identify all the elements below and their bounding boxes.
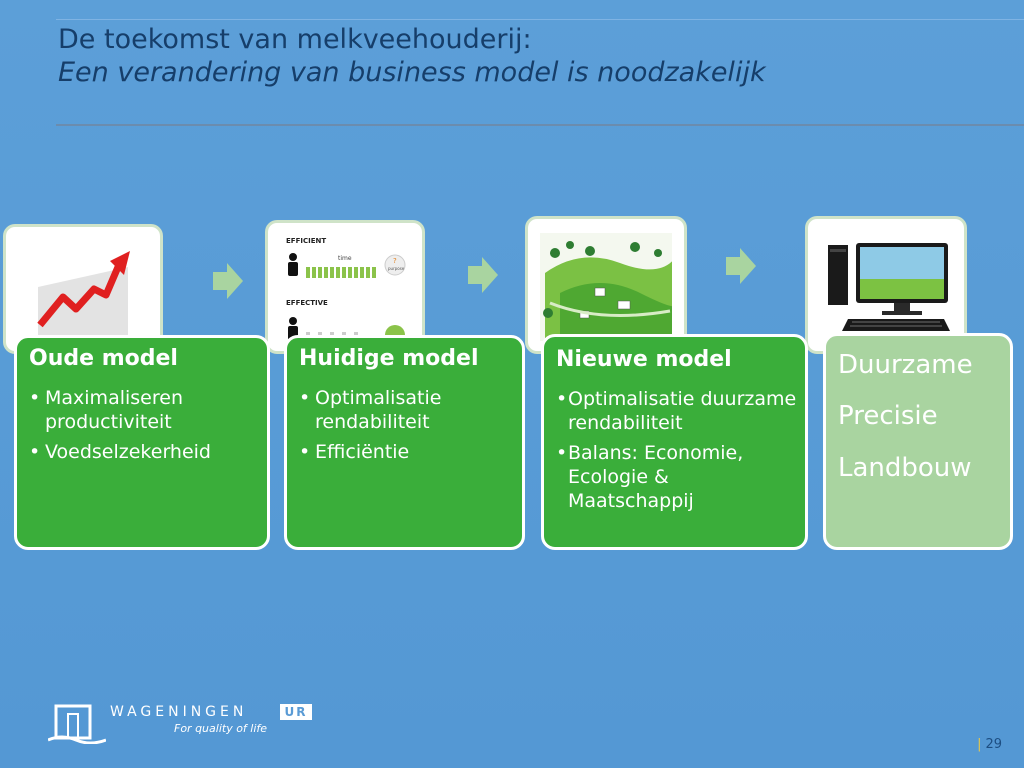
title-separator <box>56 124 1024 126</box>
wageningen-logo: WAGENINGEN UR For quality of life <box>48 702 318 748</box>
arrow-right-icon <box>213 263 243 299</box>
card-title: Oude model <box>29 346 178 371</box>
card-word: Precisie <box>838 401 938 431</box>
card-word: Landbouw <box>838 453 972 483</box>
logo-tagline: For quality of life <box>174 722 268 735</box>
effective-label: EFFECTIVE <box>286 299 328 307</box>
svg-text:?: ? <box>393 257 397 265</box>
card-word: Duurzame <box>838 350 973 380</box>
card-oude-model: Oude model •Maximaliseren productiviteit… <box>14 335 270 550</box>
green-landscape-image <box>525 216 687 354</box>
arrow-right-icon <box>468 257 498 293</box>
computer-monitor-icon <box>820 233 952 341</box>
list-item: •Optimalisatie duurzame rendabiliteit <box>556 388 797 434</box>
green-landscape-icon <box>540 233 672 341</box>
card-duurzame-precisie-landbouw: Duurzame Precisie Landbouw <box>823 333 1013 550</box>
card-title: Huidige model <box>299 346 479 371</box>
page-number-value: 29 <box>985 737 1002 752</box>
card-title: Nieuwe model <box>556 347 732 372</box>
logo-tower-icon <box>48 704 106 744</box>
list-item: •Optimalisatie rendabiliteit <box>299 387 442 433</box>
slide-title: De toekomst van melkveehouderij: <box>58 24 532 55</box>
list-item: •Efficiëntie <box>299 441 410 463</box>
efficient-label: EFFICIENT <box>286 237 326 245</box>
efficient-effective-icon: EFFICIENT time ? purpose EFFECTIVE <box>280 235 410 341</box>
list-item: •Balans: Economie, Ecologie & Maatschapp… <box>556 442 744 512</box>
arrow-right-icon <box>726 248 756 284</box>
slide-subtitle: Een verandering van business model is no… <box>58 57 766 88</box>
purpose-label: purpose <box>388 266 405 271</box>
logo-ur: UR <box>280 704 312 720</box>
list-item: •Maximaliseren productiviteit <box>29 387 183 433</box>
list-item: •Voedselzekerheid <box>29 441 211 463</box>
bullet-list: •Optimalisatie rendabiliteit •Efficiënti… <box>299 386 514 470</box>
growth-chart-icon <box>18 237 148 341</box>
logo-name: WAGENINGEN <box>110 704 248 720</box>
efficient-effective-image: EFFICIENT time ? purpose EFFECTIVE <box>265 220 425 354</box>
bullet-list: •Optimalisatie duurzame rendabiliteit •B… <box>556 387 797 519</box>
card-huidige-model: Huidige model •Optimalisatie rendabilite… <box>284 335 525 550</box>
growth-chart-image <box>3 224 163 354</box>
page-number: |29 <box>977 737 1002 752</box>
card-nieuwe-model: Nieuwe model •Optimalisatie duurzame ren… <box>541 334 808 550</box>
time-label: time <box>338 255 352 262</box>
bullet-list: •Maximaliseren productiviteit •Voedselze… <box>29 386 259 470</box>
top-rule <box>56 19 1024 20</box>
computer-monitor-image <box>805 216 967 354</box>
